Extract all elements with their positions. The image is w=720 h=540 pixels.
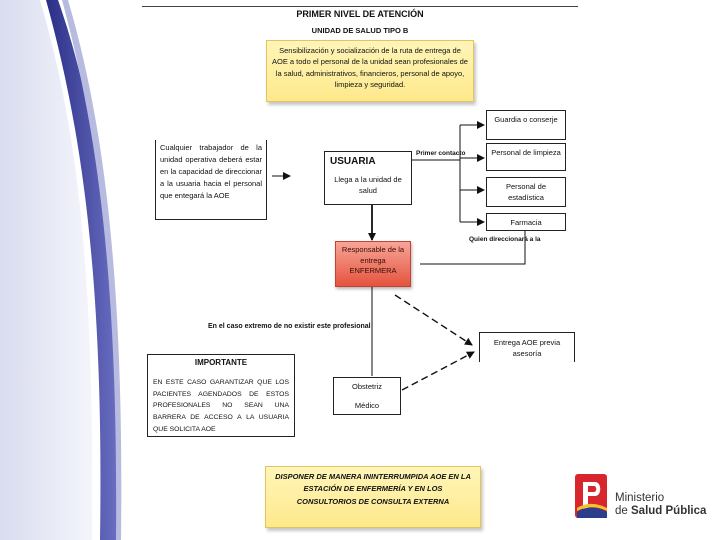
- important-title: IMPORTANTE: [194, 358, 248, 367]
- important-box: IMPORTANTE EN ESTE CASO GARANTIZAR QUE L…: [147, 354, 295, 437]
- obstetriz-line2: Médico: [354, 400, 380, 410]
- contact-box-guardia: Guardia o conserje: [486, 110, 566, 140]
- usuaria-title: USUARIA: [330, 156, 376, 167]
- ministry-name: Ministerio de Salud Pública: [615, 492, 715, 518]
- contact-box-farmacia-text: Farmacia: [510, 218, 542, 227]
- important-text: EN ESTE CASO GARANTIZAR QUE LOS PACIENTE…: [153, 379, 289, 433]
- page-subtitle: UNIDAD DE SALUD TIPO B: [311, 26, 409, 35]
- usuaria-text: Llega a la unidad de salud: [334, 175, 402, 195]
- redirect-label: Quien direccionará a la: [469, 236, 541, 243]
- first-contact-label: Primer contacto: [416, 150, 466, 157]
- usuaria-box: USUARIA Llega a la unidad de salud: [324, 151, 412, 205]
- arrow-responsable-to-entrega: [394, 294, 473, 346]
- decorative-swoosh: [0, 0, 122, 540]
- sensitization-note: Sensibilización y socialización de la ru…: [266, 40, 474, 102]
- contact-box-limpieza-text: Personal de limpieza: [491, 148, 561, 157]
- line-redirect-to-responsable: [420, 231, 526, 265]
- contact-box-estadistica-text: Personal de estadística: [505, 182, 547, 202]
- bottom-note: DISPONER DE MANERA ININTERRUMPIDA AOE EN…: [265, 466, 481, 528]
- contact-box-limpieza: Personal de limpieza: [486, 143, 566, 171]
- ministry-logo: Ministerio de Salud Pública: [575, 470, 715, 528]
- obstetriz-line1: Obstetriz: [351, 382, 382, 391]
- ministry-line1: Ministerio: [615, 492, 665, 504]
- ministry-line2: de Salud Pública: [615, 505, 715, 518]
- responsable-text: Responsable de la entrega ENFERMERA: [341, 245, 405, 275]
- sensitization-note-text: Sensibilización y socialización de la ru…: [272, 46, 468, 89]
- worker-box-text: Cualquier trabajador de la unidad operat…: [160, 143, 262, 200]
- page-title: PRIMER NIVEL DE ATENCIÓN: [296, 9, 424, 19]
- contact-box-farmacia: Farmacia: [486, 213, 566, 231]
- contact-box-guardia-text: Guardia o conserje: [494, 115, 558, 124]
- worker-box: Cualquier trabajador de la unidad operat…: [155, 140, 267, 220]
- header-divider: [142, 6, 578, 7]
- entrega-box: Entrega AOE previa asesoría: [479, 332, 575, 362]
- ministry-line2-prefix: de: [615, 505, 631, 518]
- responsable-box: Responsable de la entrega ENFERMERA: [335, 241, 411, 287]
- entrega-text: Entrega AOE previa asesoría: [493, 338, 561, 359]
- bottom-note-text: DISPONER DE MANERA ININTERRUMPIDA AOE EN…: [275, 472, 471, 506]
- ministry-emblem-icon: [575, 474, 607, 518]
- obstetriz-box: Obstetriz Médico: [333, 377, 401, 415]
- extreme-case-label: En el caso extremo de no existir este pr…: [208, 323, 371, 330]
- contact-box-estadistica: Personal de estadística: [486, 177, 566, 207]
- arrow-obstetriz-to-entrega: [401, 351, 475, 391]
- ministry-line2-strong: Salud Pública: [631, 505, 707, 518]
